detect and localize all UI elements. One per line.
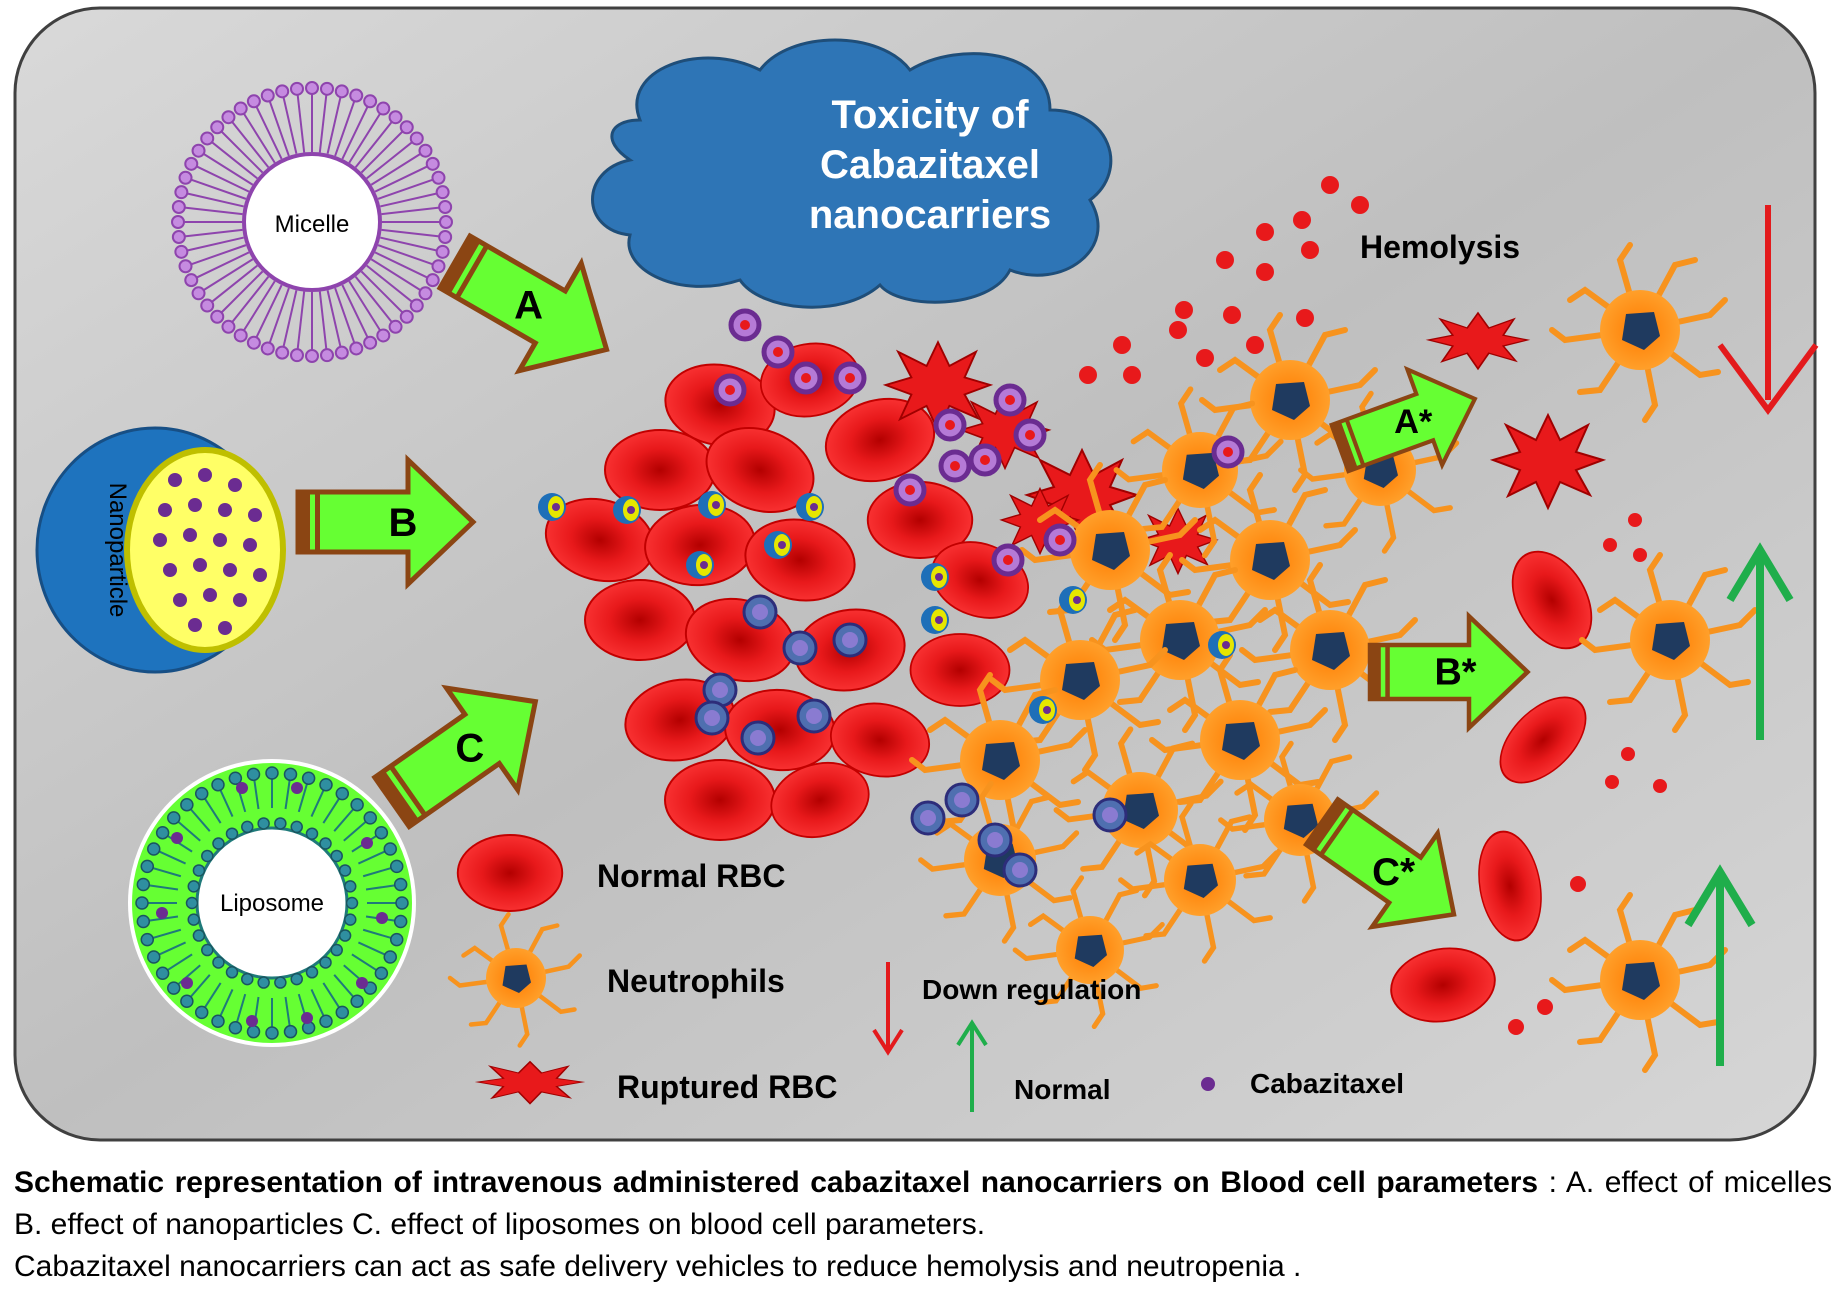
- arrow-c-label: C: [455, 727, 484, 771]
- legend-down-arrow-icon: [872, 962, 904, 1056]
- figure-caption: Schematic representation of intravenous …: [14, 1162, 1832, 1288]
- micelle-carrier: Micelle: [171, 81, 453, 363]
- arrow-a-star-label: A*: [1394, 403, 1433, 441]
- legend-up-arrow-icon: [956, 1019, 988, 1112]
- nanoparticle-label: Nanoparticle: [104, 483, 131, 618]
- outcome-b-star: [1483, 513, 1794, 800]
- arrow-b-star-label: B*: [1434, 652, 1476, 694]
- legend-down-regulation: Down regulation: [922, 974, 1141, 1005]
- arrow-c-star-label: C*: [1372, 851, 1415, 894]
- cloud-title-line3: nanocarriers: [809, 193, 1051, 237]
- legend-rbc-icon: [456, 834, 564, 912]
- arrow-c-star: C*: [1289, 775, 1486, 961]
- legend-cabazitaxel: Cabazitaxel: [1250, 1068, 1404, 1099]
- legend-normal: Normal: [1014, 1074, 1110, 1105]
- nanoparticle-carrier: Nanoparticle: [35, 426, 286, 674]
- caption-bold: Schematic representation of intravenous …: [14, 1166, 1539, 1199]
- arrow-c: C: [356, 651, 570, 853]
- legend-normal-rbc: Normal RBC: [597, 858, 785, 894]
- toxicity-cloud: Toxicity of Cabazitaxel nanocarriers: [591, 38, 1113, 309]
- arrow-a-label: A: [514, 284, 543, 328]
- hemolysis-label: Hemolysis: [1360, 229, 1520, 265]
- legend-ruptured-icon: [476, 1060, 584, 1105]
- up-arrow-b-star: [1726, 542, 1794, 740]
- legend-cabazitaxel-icon: [1201, 1077, 1215, 1091]
- liposome-label: Liposome: [220, 890, 324, 917]
- legend-ruptured-rbc: Ruptured RBC: [617, 1069, 837, 1105]
- arrow-a-star: A*: [1323, 351, 1493, 496]
- liposome-carrier: Liposome: [128, 759, 416, 1047]
- cloud-title-line2: Cabazitaxel: [820, 143, 1040, 187]
- outcome-c-star: [1384, 825, 1756, 1070]
- caption-text-2: Cabazitaxel nanocarriers can act as safe…: [14, 1250, 1302, 1283]
- diagram-canvas: Toxicity of Cabazitaxel nanocarriers Mic…: [13, 6, 1819, 1142]
- micelle-label: Micelle: [275, 211, 350, 238]
- arrow-b: B: [298, 460, 473, 584]
- legend: Normal RBC Neutrophils Ruptured RBC Down…: [450, 834, 1404, 1112]
- caption-text-1: : A. effect of micelles B. effect of nan…: [14, 1166, 1833, 1241]
- hemolysis-dots: [1079, 176, 1369, 384]
- outcome-a-star: [1427, 205, 1819, 509]
- cloud-title-line1: Toxicity of: [831, 93, 1029, 137]
- down-arrow-a-star: [1717, 205, 1819, 416]
- arrow-b-label: B: [389, 501, 418, 545]
- arrow-a: A: [424, 208, 638, 403]
- arrow-b-star: B*: [1370, 616, 1528, 728]
- up-arrow-c-star: [1684, 864, 1756, 1066]
- legend-neutrophils: Neutrophils: [607, 963, 785, 999]
